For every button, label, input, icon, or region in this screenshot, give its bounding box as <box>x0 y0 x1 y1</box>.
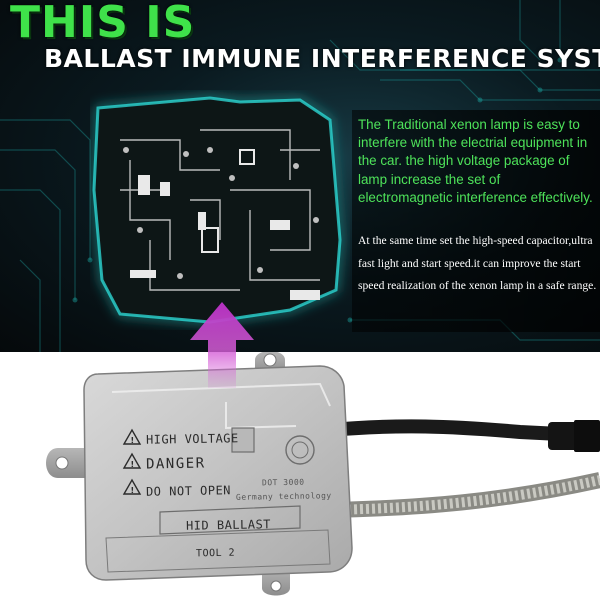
label-do-not-open: DO NOT OPEN <box>145 483 232 499</box>
svg-text:!: ! <box>131 460 135 469</box>
svg-text:!: ! <box>131 436 135 445</box>
cable-image <box>323 419 600 518</box>
description-panel <box>352 110 600 332</box>
label-high-voltage: HIGH VOLTAGE <box>145 431 239 447</box>
label-dot: DOT 3000 <box>261 477 305 488</box>
svg-text:!: ! <box>131 486 135 495</box>
headline-subtitle: BALLAST IMMUNE INTERFERENCE SYSTEM <box>44 44 600 73</box>
headline-title: THIS IS <box>10 0 196 48</box>
label-germany-technology: Germany technology <box>235 491 332 502</box>
description-paragraph-1: The Traditional xenon lamp is easy to in… <box>358 117 593 205</box>
description-paragraph-2: At the same time set the high-speed capa… <box>358 234 597 292</box>
circuit-board-image <box>90 90 350 330</box>
label-hid-ballast: HID BALLAST <box>185 517 272 533</box>
label-tool: TOOL 2 <box>195 547 236 560</box>
warning-triangle-icon <box>122 428 142 495</box>
label-danger: DANGER <box>145 455 206 473</box>
circuit-traces <box>0 0 600 352</box>
product-area: ! ! ! <box>0 352 600 600</box>
ballast-box-image: ! ! ! <box>46 352 600 596</box>
circuit-background: THIS IS BALLAST IMMUNE INTERFERENCE SYST… <box>0 0 600 352</box>
